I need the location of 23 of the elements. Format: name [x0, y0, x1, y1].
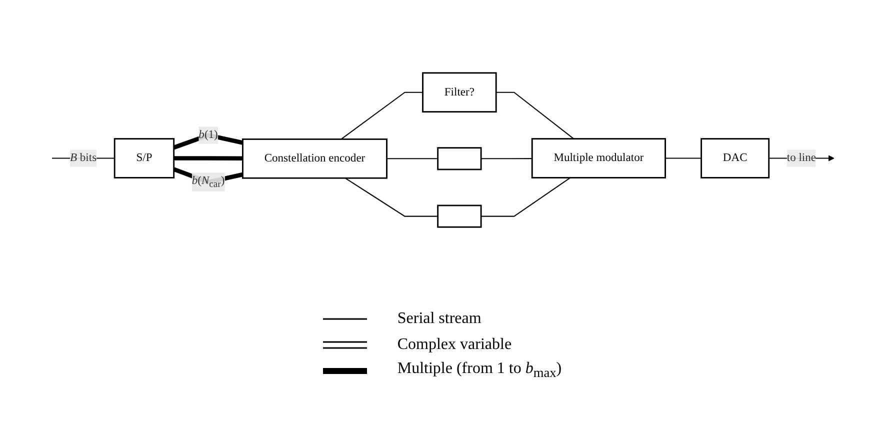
edge-label: B bits	[69, 152, 96, 164]
connector	[386, 158, 438, 160]
node-box: DAC	[700, 138, 770, 178]
connector	[480, 177, 570, 217]
legend-text: Complex variable	[397, 336, 512, 354]
connector	[496, 92, 574, 140]
edge-label: b(1)	[198, 128, 218, 141]
node-box: Constellation encoder	[242, 138, 387, 179]
legend-text: Multiple (from 1 to b$_{max}$)	[397, 360, 562, 382]
connector	[340, 92, 422, 140]
edge-label: b(N$_{car}$)	[191, 174, 224, 190]
node-box	[436, 147, 482, 170]
node-box: Filter?	[422, 72, 496, 113]
legend-text: Serial stream	[397, 310, 482, 328]
connector	[173, 156, 242, 161]
connector	[664, 158, 701, 159]
node-box: S/P	[113, 138, 174, 178]
connector	[172, 132, 243, 150]
node-box: Multiple modulator	[530, 138, 666, 178]
connector	[344, 178, 438, 217]
node-box	[436, 204, 482, 228]
edge-label: to line	[786, 152, 816, 164]
connector	[480, 158, 532, 160]
